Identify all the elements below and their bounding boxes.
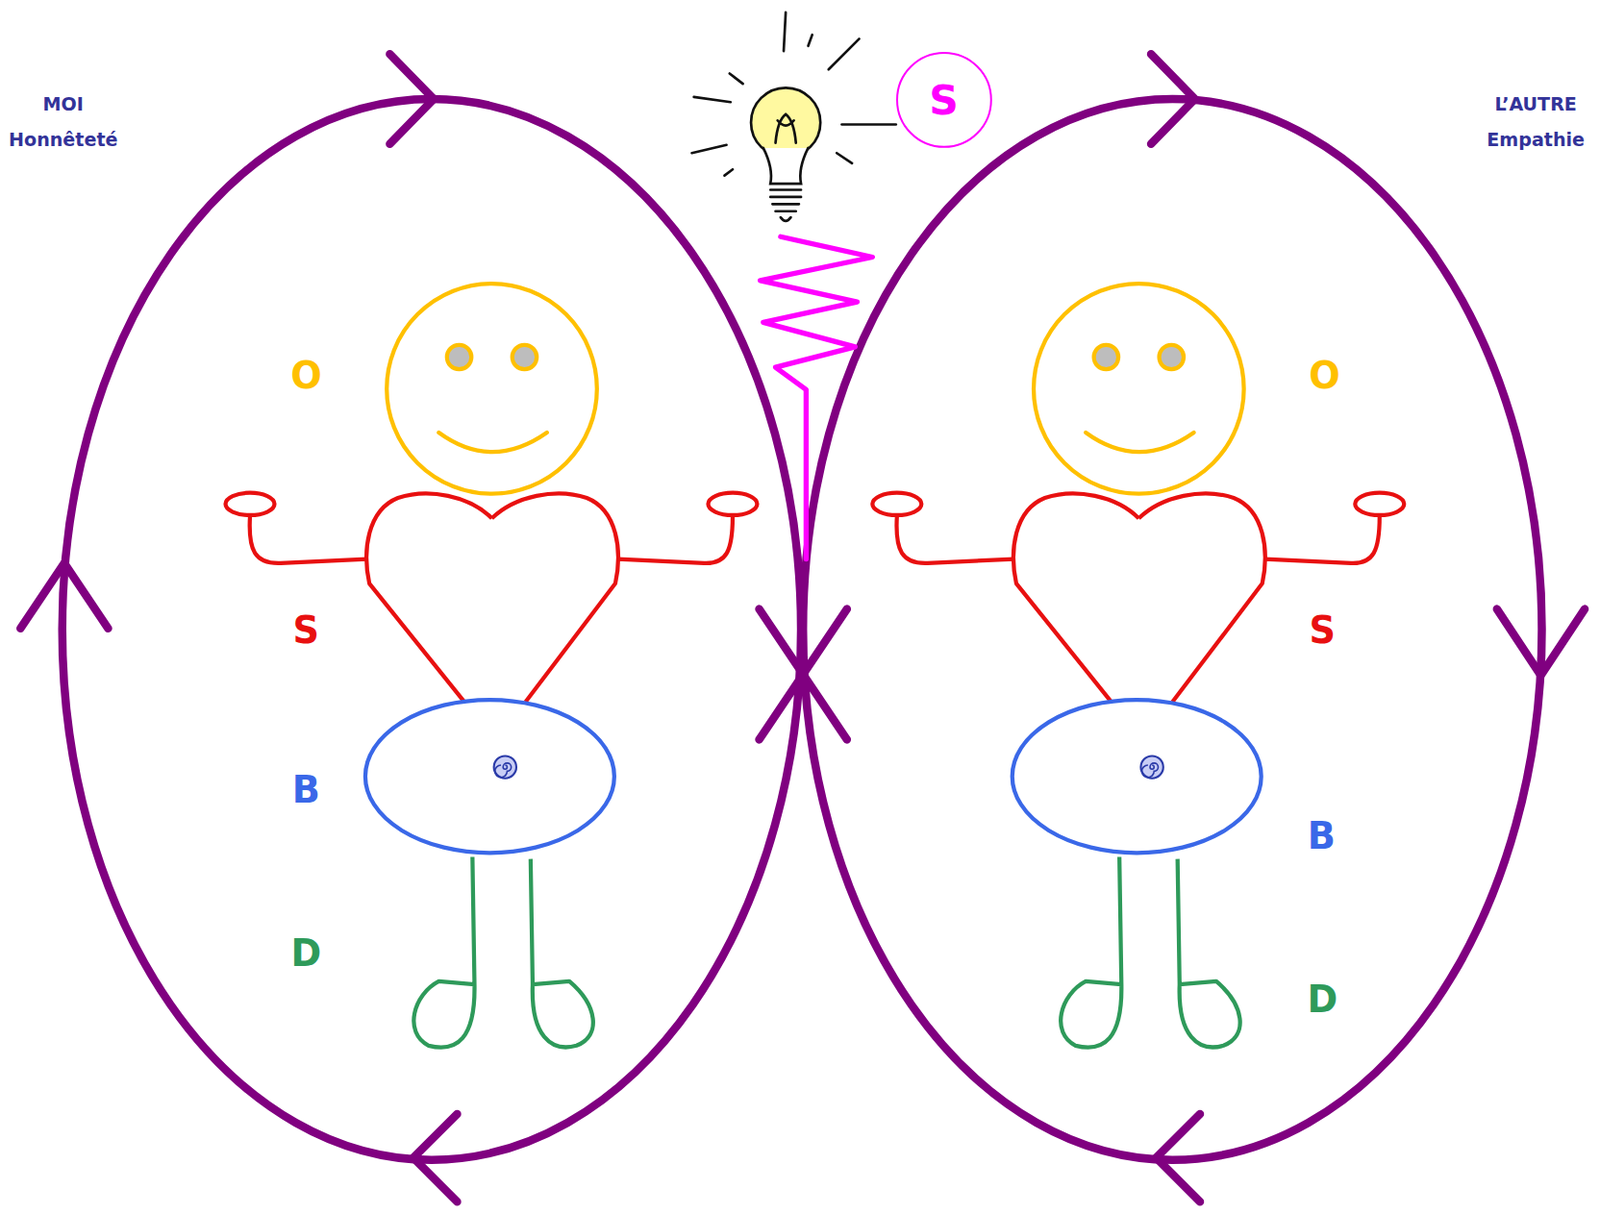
node-letter: S (928, 75, 959, 124)
bulb-neck (763, 148, 809, 184)
section-subtitle: Honnêteté (8, 130, 118, 151)
level-letter: D (291, 933, 323, 975)
navel-spiral (495, 763, 512, 778)
concept-circle: S (896, 51, 993, 149)
heart (366, 493, 619, 702)
bulb-filament (775, 114, 797, 144)
level-letter: S (293, 610, 321, 651)
navel-icon (494, 755, 517, 778)
insight-zigzag (760, 236, 874, 559)
arrow-cross (759, 609, 848, 741)
self-loop (62, 99, 801, 1161)
belly (365, 700, 615, 853)
light-ray (842, 123, 897, 126)
light-ray (692, 145, 727, 153)
hand (225, 493, 275, 516)
arm (250, 516, 733, 564)
level-letter: O (290, 355, 322, 397)
level-letter: D (1306, 979, 1338, 1021)
arrow-chevron (389, 53, 434, 144)
other-loop (802, 99, 1542, 1161)
head (386, 283, 598, 495)
leg (530, 859, 594, 1049)
arrow-chevron (1150, 53, 1196, 144)
stick-figure (225, 283, 758, 1049)
bulb-screw (770, 189, 801, 221)
arrow-chevron (1497, 609, 1585, 676)
eye (447, 345, 472, 370)
light-ray (828, 38, 860, 70)
lightbulb-icon (692, 12, 897, 222)
light-ray (807, 34, 812, 47)
hand (707, 493, 757, 516)
section-title: MOI (43, 95, 84, 116)
level-letter: B (1307, 816, 1336, 857)
arrow-chevron (413, 1114, 458, 1202)
stick-figure (872, 283, 1404, 1049)
section-title: L’AUTRE (1494, 95, 1577, 116)
leg (413, 857, 475, 1049)
light-ray (729, 73, 744, 84)
level-letter: O (1308, 355, 1340, 397)
smile (438, 432, 547, 452)
eye (512, 345, 537, 370)
arrow-chevron (1155, 1114, 1200, 1202)
bulb-glass (750, 87, 821, 157)
cycle-loops (20, 53, 1585, 1202)
level-letter: S (1309, 610, 1337, 651)
light-ray (724, 169, 732, 175)
level-letter: B (292, 770, 321, 811)
section-subtitle: Empathie (1486, 130, 1585, 151)
arrow-cross (759, 609, 848, 741)
arrow-chevron (20, 563, 108, 629)
light-ray (694, 97, 731, 102)
circle-border (897, 52, 992, 148)
light-ray (836, 152, 852, 164)
light-ray (783, 12, 786, 51)
